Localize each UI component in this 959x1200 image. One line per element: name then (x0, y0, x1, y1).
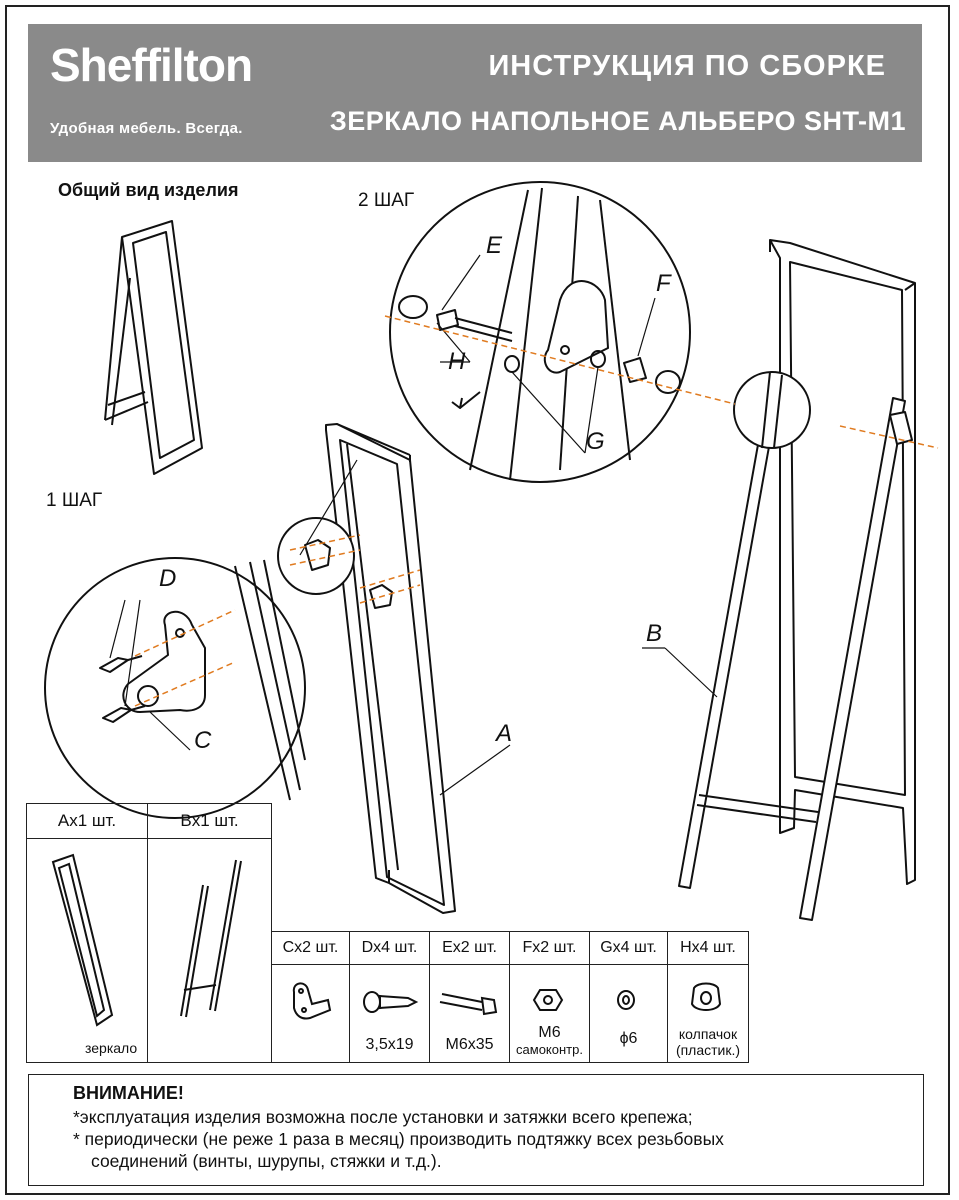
step1-label: 1 ШАГ (46, 490, 103, 511)
hardware-c-cell: Cx2 шт. (272, 932, 350, 1062)
part-b-cell: Bx1 шт. (148, 804, 271, 1062)
hardware-d-size: 3,5x19 (365, 1036, 414, 1053)
page-title: ИНСТРУКЦИЯ ПО СБОРКЕ (488, 50, 886, 82)
step2-label: 2 ШАГ (358, 190, 415, 211)
hardware-table: Cx2 шт. Dx4 шт. 3,5x19 Ex2 шт. M6x35 (271, 931, 749, 1063)
product-title: ЗЕРКАЛО НАПОЛЬНОЕ АЛЬБЕРО SHT-M1 (329, 106, 906, 136)
letter-d: D (159, 565, 177, 592)
panel-a-mirror-frame (325, 423, 456, 914)
assembly-guide-lines (134, 315, 939, 707)
letter-a: A (496, 720, 513, 747)
hardware-f-cell: Fx2 шт. M6 самоконтр. (510, 932, 590, 1062)
step2-detail-circle (389, 181, 691, 483)
notice-line-3: соединений (винты, шурупы, стяжки и т.д.… (91, 1151, 442, 1171)
step1-detail (99, 559, 306, 801)
hardware-e-cell: Ex2 шт. M6x35 (430, 932, 510, 1062)
hardware-f-size: M6 (538, 1024, 561, 1041)
part-a-caption: зеркало (85, 1040, 138, 1056)
brand-logo: Sheffilton (50, 39, 253, 91)
hardware-d-header: Dx4 шт. (350, 932, 429, 965)
header-banner: Sheffilton Удобная мебель. Всегда. ИНСТР… (28, 24, 922, 162)
hardware-e-size: M6x35 (445, 1036, 494, 1053)
part-a-header: Ax1 шт. (27, 804, 147, 839)
hardware-h-header: Hx4 шт. (668, 932, 748, 965)
bolt-icon (439, 993, 498, 1016)
general-view-label: Общий вид изделия (58, 180, 239, 200)
hardware-g-size: ϕ6 (619, 1030, 638, 1047)
hardware-g-cell: Gx4 шт. ϕ6 (590, 932, 668, 1062)
hardware-h-size: колпачок (678, 1026, 738, 1042)
letter-f: F (656, 270, 671, 297)
warning-notice: ВНИМАНИЕ! *эксплуатация изделия возможна… (28, 1074, 924, 1186)
notice-line-1: *эксплуатация изделия возможна после уст… (73, 1107, 693, 1127)
letter-e: E (486, 232, 503, 259)
hardware-d-cell: Dx4 шт. 3,5x19 (350, 932, 430, 1062)
page-border (5, 5, 950, 1195)
parts-table-main: Ax1 шт. зеркало Bx1 шт. (26, 803, 272, 1063)
letter-h: H (448, 348, 466, 375)
washer-icon (617, 990, 635, 1010)
hardware-f-size2: самоконтр. (516, 1042, 583, 1057)
hardware-h-cell: Hx4 шт. колпачок (пластик.) (668, 932, 748, 1062)
locknut-icon (532, 989, 564, 1011)
notice-line-2: * периодически (не реже 1 раза в месяц) … (73, 1129, 724, 1149)
bracket-icon (292, 982, 332, 1020)
letter-g: G (586, 428, 605, 455)
stand-part-icon (180, 859, 242, 1018)
frame-b-stand (678, 239, 916, 921)
brand-slogan: Удобная мебель. Всегда. (50, 120, 243, 137)
hardware-h-size2: (пластик.) (675, 1042, 741, 1058)
hardware-f-header: Fx2 шт. (510, 932, 589, 965)
hardware-e-header: Ex2 шт. (430, 932, 509, 965)
step2-zoom-circle (733, 371, 811, 449)
step2-detail (398, 187, 681, 481)
cap-icon (690, 982, 722, 1011)
notice-title: ВНИМАНИЕ! (73, 1083, 184, 1103)
screw-icon (363, 991, 419, 1013)
letter-c: C (194, 727, 212, 754)
part-b-header: Bx1 шт. (148, 804, 271, 839)
general-view-mirror-icon (104, 220, 203, 475)
hardware-c-header: Cx2 шт. (272, 932, 349, 965)
part-a-cell: Ax1 шт. зеркало (27, 804, 148, 1062)
hardware-g-header: Gx4 шт. (590, 932, 667, 965)
letter-b: B (646, 620, 663, 647)
mirror-part-icon (51, 853, 114, 1027)
